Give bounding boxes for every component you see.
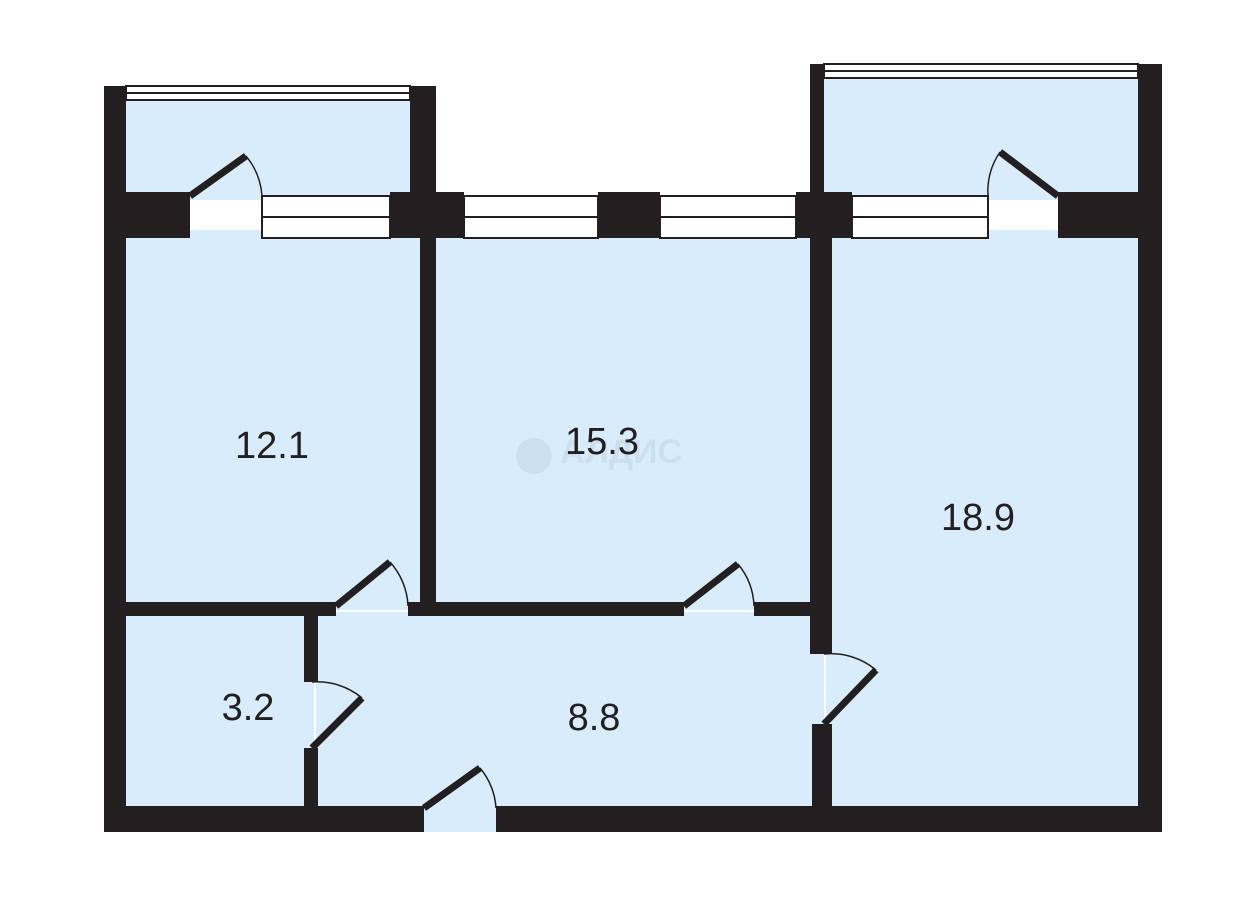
door-entrance [421, 765, 497, 811]
wall-front-5 [1058, 192, 1162, 238]
window-balcony-left [125, 85, 411, 101]
window-room-15-a [463, 195, 599, 239]
doors [187, 149, 1061, 811]
entrance-floor [424, 806, 496, 832]
door-room-18 [821, 652, 879, 727]
room-area-8-8: 8.8 [568, 697, 621, 739]
wall-int-15-18-top [810, 230, 832, 654]
wall-bath-bottom [304, 748, 318, 812]
wall-front-3 [598, 192, 660, 238]
wall-balcony-right-left-post [810, 64, 824, 200]
window-room-12 [261, 195, 391, 239]
walls [104, 64, 1162, 832]
balcony-right-floor [818, 74, 1148, 200]
floors [118, 74, 1148, 832]
window-room-15-b [659, 195, 797, 239]
room-area-12-1: 12.1 [235, 425, 309, 467]
door-bathroom [309, 681, 365, 751]
watermark-text: АЛДИС [560, 433, 682, 471]
wall-int-mid-bottom [408, 602, 684, 616]
wall-outer-right [1138, 190, 1162, 832]
room-area-3-2: 3.2 [222, 687, 275, 729]
door-room-15 [681, 561, 755, 609]
hallway-floor [316, 612, 824, 820]
room-12-floor [118, 230, 428, 610]
wall-int-18-hall-bottom [812, 724, 832, 820]
watermark-logo-icon [516, 438, 552, 474]
wall-int-15-bottom-right [754, 602, 818, 616]
wall-int-12-bottom [118, 602, 336, 616]
room-area-15-3: 15.3 [565, 421, 639, 463]
watermark: АЛДИС [516, 433, 682, 474]
wall-outer-left [104, 86, 126, 832]
door-balcony-left [187, 153, 263, 199]
balcony-left-floor [118, 96, 420, 200]
wall-balcony-right-right-post [1138, 64, 1162, 200]
bathroom-floor [118, 612, 314, 820]
window-balcony-right [823, 63, 1139, 79]
room-area-18-9: 18.9 [941, 497, 1015, 539]
room-15-floor [432, 230, 822, 610]
window-room-18 [851, 195, 989, 239]
wall-bath-top [304, 612, 318, 682]
room-18-floor [826, 230, 1148, 820]
wall-front-1 [104, 192, 190, 238]
room-labels: 12.1 15.3 18.9 3.2 8.8 [222, 421, 1015, 739]
wall-int-12-15 [420, 230, 436, 612]
door-room-12 [333, 559, 409, 609]
door-balcony-right [987, 149, 1061, 199]
wall-bottom-left [104, 806, 424, 832]
windows [125, 63, 1139, 239]
